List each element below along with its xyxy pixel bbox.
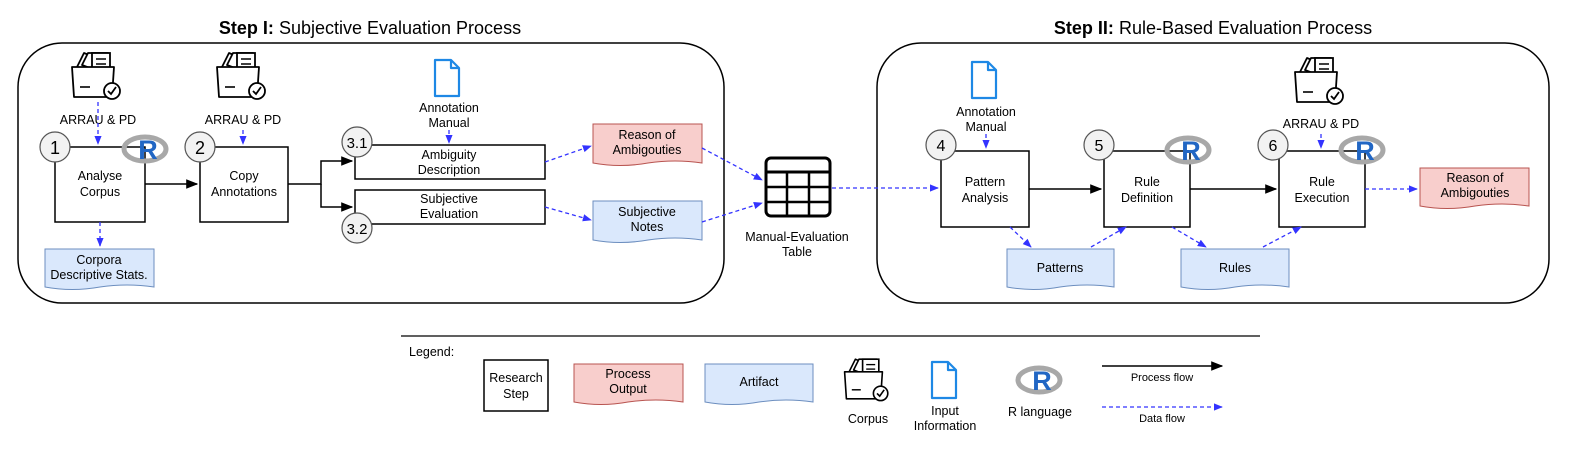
step-number-badge: 3.2	[341, 212, 373, 244]
document-icon	[930, 360, 958, 400]
svg-text:6: 6	[1269, 138, 1278, 155]
data-flow-arrow	[1009, 226, 1032, 248]
corpus-icon	[71, 52, 121, 100]
svg-text:5: 5	[1095, 138, 1104, 155]
legend-title: Legend:	[409, 345, 454, 359]
step1-panel	[17, 42, 725, 304]
svg-text:Patterns: Patterns	[1037, 261, 1084, 275]
svg-text:4: 4	[937, 138, 946, 155]
data-flow-arrow	[701, 202, 763, 223]
data-flow-arrow	[1171, 226, 1207, 248]
step-number-badge: 6	[1257, 129, 1289, 161]
process-flow-arrow	[288, 156, 354, 185]
step-number-badge: 4	[925, 129, 957, 161]
data-flow-arrow	[1262, 226, 1302, 248]
data-flow-arrow	[544, 206, 592, 222]
corpus-icon	[843, 358, 889, 402]
corpus-label: ARRAU & PD	[1283, 117, 1359, 131]
corpus-icon	[216, 52, 266, 100]
step2-title: Step II: Rule-Based Evaluation Process	[1054, 18, 1372, 38]
corpus-label: ARRAU & PD	[205, 113, 281, 127]
document-icon	[433, 58, 461, 98]
legend-data-flow-label: Data flow	[1139, 413, 1185, 425]
step-number-badge: 2	[184, 131, 216, 163]
svg-text:Artifact: Artifact	[740, 375, 779, 389]
data-flow-arrow	[1090, 226, 1127, 248]
corpus-icon	[1294, 57, 1344, 105]
step2-panel	[876, 42, 1550, 304]
svg-text:3.2: 3.2	[347, 221, 368, 238]
svg-text:Rules: Rules	[1219, 261, 1251, 275]
data-flow-arrow	[701, 147, 763, 181]
step1-title: Step I: Subjective Evaluation Process	[219, 18, 521, 38]
data-flow-arrow	[544, 145, 592, 163]
r-language-icon	[1018, 366, 1060, 396]
svg-text:1: 1	[50, 138, 60, 158]
document-icon	[970, 60, 998, 100]
legend-r-language-label: R language	[1008, 405, 1072, 419]
artifact-rules: Rules	[1180, 248, 1290, 290]
step-number-badge: 5	[1083, 129, 1115, 161]
legend-artifact: Artifact	[704, 363, 814, 405]
svg-text:2: 2	[195, 138, 205, 158]
legend-process-flow-label: Process flow	[1131, 372, 1193, 384]
legend-corpus-label: Corpus	[848, 412, 888, 426]
step-number-badge: 3.1	[341, 126, 373, 158]
svg-text:3.1: 3.1	[347, 135, 368, 152]
process-flow-arrow	[320, 184, 354, 212]
step-number-badge: 1	[39, 131, 71, 163]
artifact-patterns: Patterns	[1006, 248, 1115, 290]
table-icon	[764, 156, 832, 218]
